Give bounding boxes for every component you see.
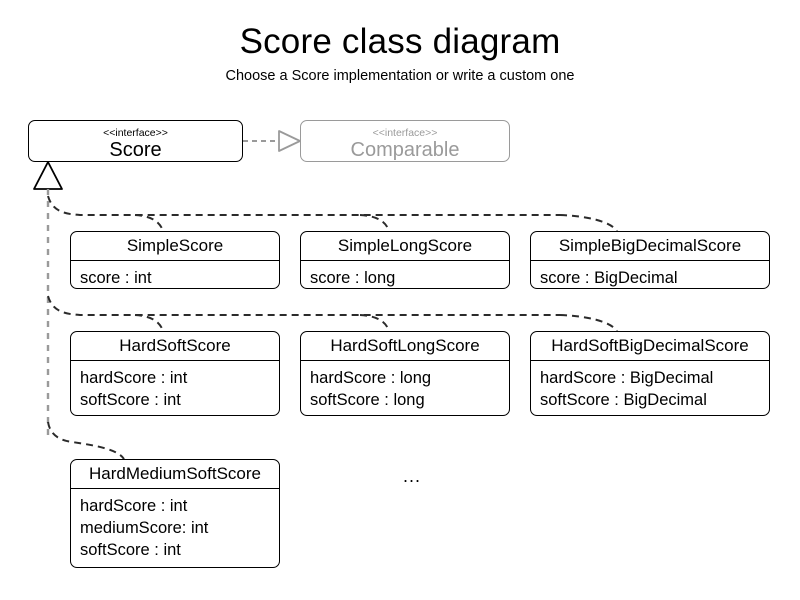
node-title: HardSoftBigDecimalScore	[531, 332, 769, 361]
attribute-row: hardScore : long	[310, 369, 432, 387]
attribute-row: softScore : int	[80, 391, 181, 409]
node-hard-soft-score[interactable]: HardSoftScore hardScore : int softScore …	[70, 331, 280, 416]
node-score-name: Score	[109, 139, 162, 162]
node-hard-soft-long-score[interactable]: HardSoftLongScore hardScore : long softS…	[300, 331, 510, 416]
branch-row-2	[47, 295, 618, 332]
attribute-row: score : int	[80, 269, 152, 287]
attribute-compartment: score : long	[301, 261, 509, 288]
attribute-row: hardScore : BigDecimal	[540, 369, 714, 387]
node-title: SimpleBigDecimalScore	[531, 232, 769, 261]
attribute-row: hardScore : int	[80, 497, 188, 515]
attribute-compartment: score : int	[71, 261, 279, 288]
attribute-compartment: hardScore : BigDecimal softScore : BigDe…	[531, 361, 769, 415]
node-title: SimpleScore	[71, 232, 279, 261]
node-comparable-header: <<interface>> Comparable	[301, 121, 509, 162]
attribute-row: score : BigDecimal	[540, 269, 678, 287]
node-title: SimpleLongScore	[301, 232, 509, 261]
attribute-row: score : long	[310, 269, 396, 287]
branch-row-1	[47, 195, 618, 232]
node-score[interactable]: <<interface>> Score	[28, 120, 243, 162]
attribute-compartment: hardScore : int softScore : int	[71, 361, 279, 415]
node-simple-long-score[interactable]: SimpleLongScore score : long	[300, 231, 510, 289]
branch-row-3	[47, 421, 125, 460]
generalization-arrowhead	[33, 161, 63, 190]
node-title: HardMediumSoftScore	[71, 460, 279, 489]
attribute-compartment: hardScore : int mediumScore: int softSco…	[71, 489, 279, 567]
attribute-row: softScore : BigDecimal	[540, 391, 707, 409]
stereotype-label: <<interface>>	[103, 127, 168, 139]
hollow-triangle-arrowhead	[278, 130, 301, 152]
page-title: Score class diagram	[239, 22, 561, 61]
stereotype-label: <<interface>>	[372, 127, 438, 139]
page-subtitle: Choose a Score implementation or write a…	[225, 68, 575, 84]
node-title: HardSoftLongScore	[301, 332, 509, 361]
node-title: HardSoftScore	[71, 332, 279, 361]
attribute-row: hardScore : int	[80, 369, 188, 387]
attribute-row: softScore : long	[310, 391, 425, 409]
more-classes-ellipsis: ...	[403, 466, 422, 486]
node-score-header: <<interface>> Score	[29, 121, 242, 162]
attribute-compartment: score : BigDecimal	[531, 261, 769, 288]
attribute-row: mediumScore: int	[80, 519, 209, 537]
node-comparable[interactable]: <<interface>> Comparable	[300, 120, 510, 162]
node-hard-soft-big-decimal-score[interactable]: HardSoftBigDecimalScore hardScore : BigD…	[530, 331, 770, 416]
realization-score-to-comparable	[243, 130, 301, 152]
attribute-row: softScore : int	[80, 541, 181, 559]
node-simple-big-decimal-score[interactable]: SimpleBigDecimalScore score : BigDecimal	[530, 231, 770, 289]
node-simple-score[interactable]: SimpleScore score : int	[70, 231, 280, 289]
attribute-compartment: hardScore : long softScore : long	[301, 361, 509, 415]
node-hard-medium-soft-score[interactable]: HardMediumSoftScore hardScore : int medi…	[70, 459, 280, 568]
node-comparable-name: Comparable	[350, 139, 460, 162]
